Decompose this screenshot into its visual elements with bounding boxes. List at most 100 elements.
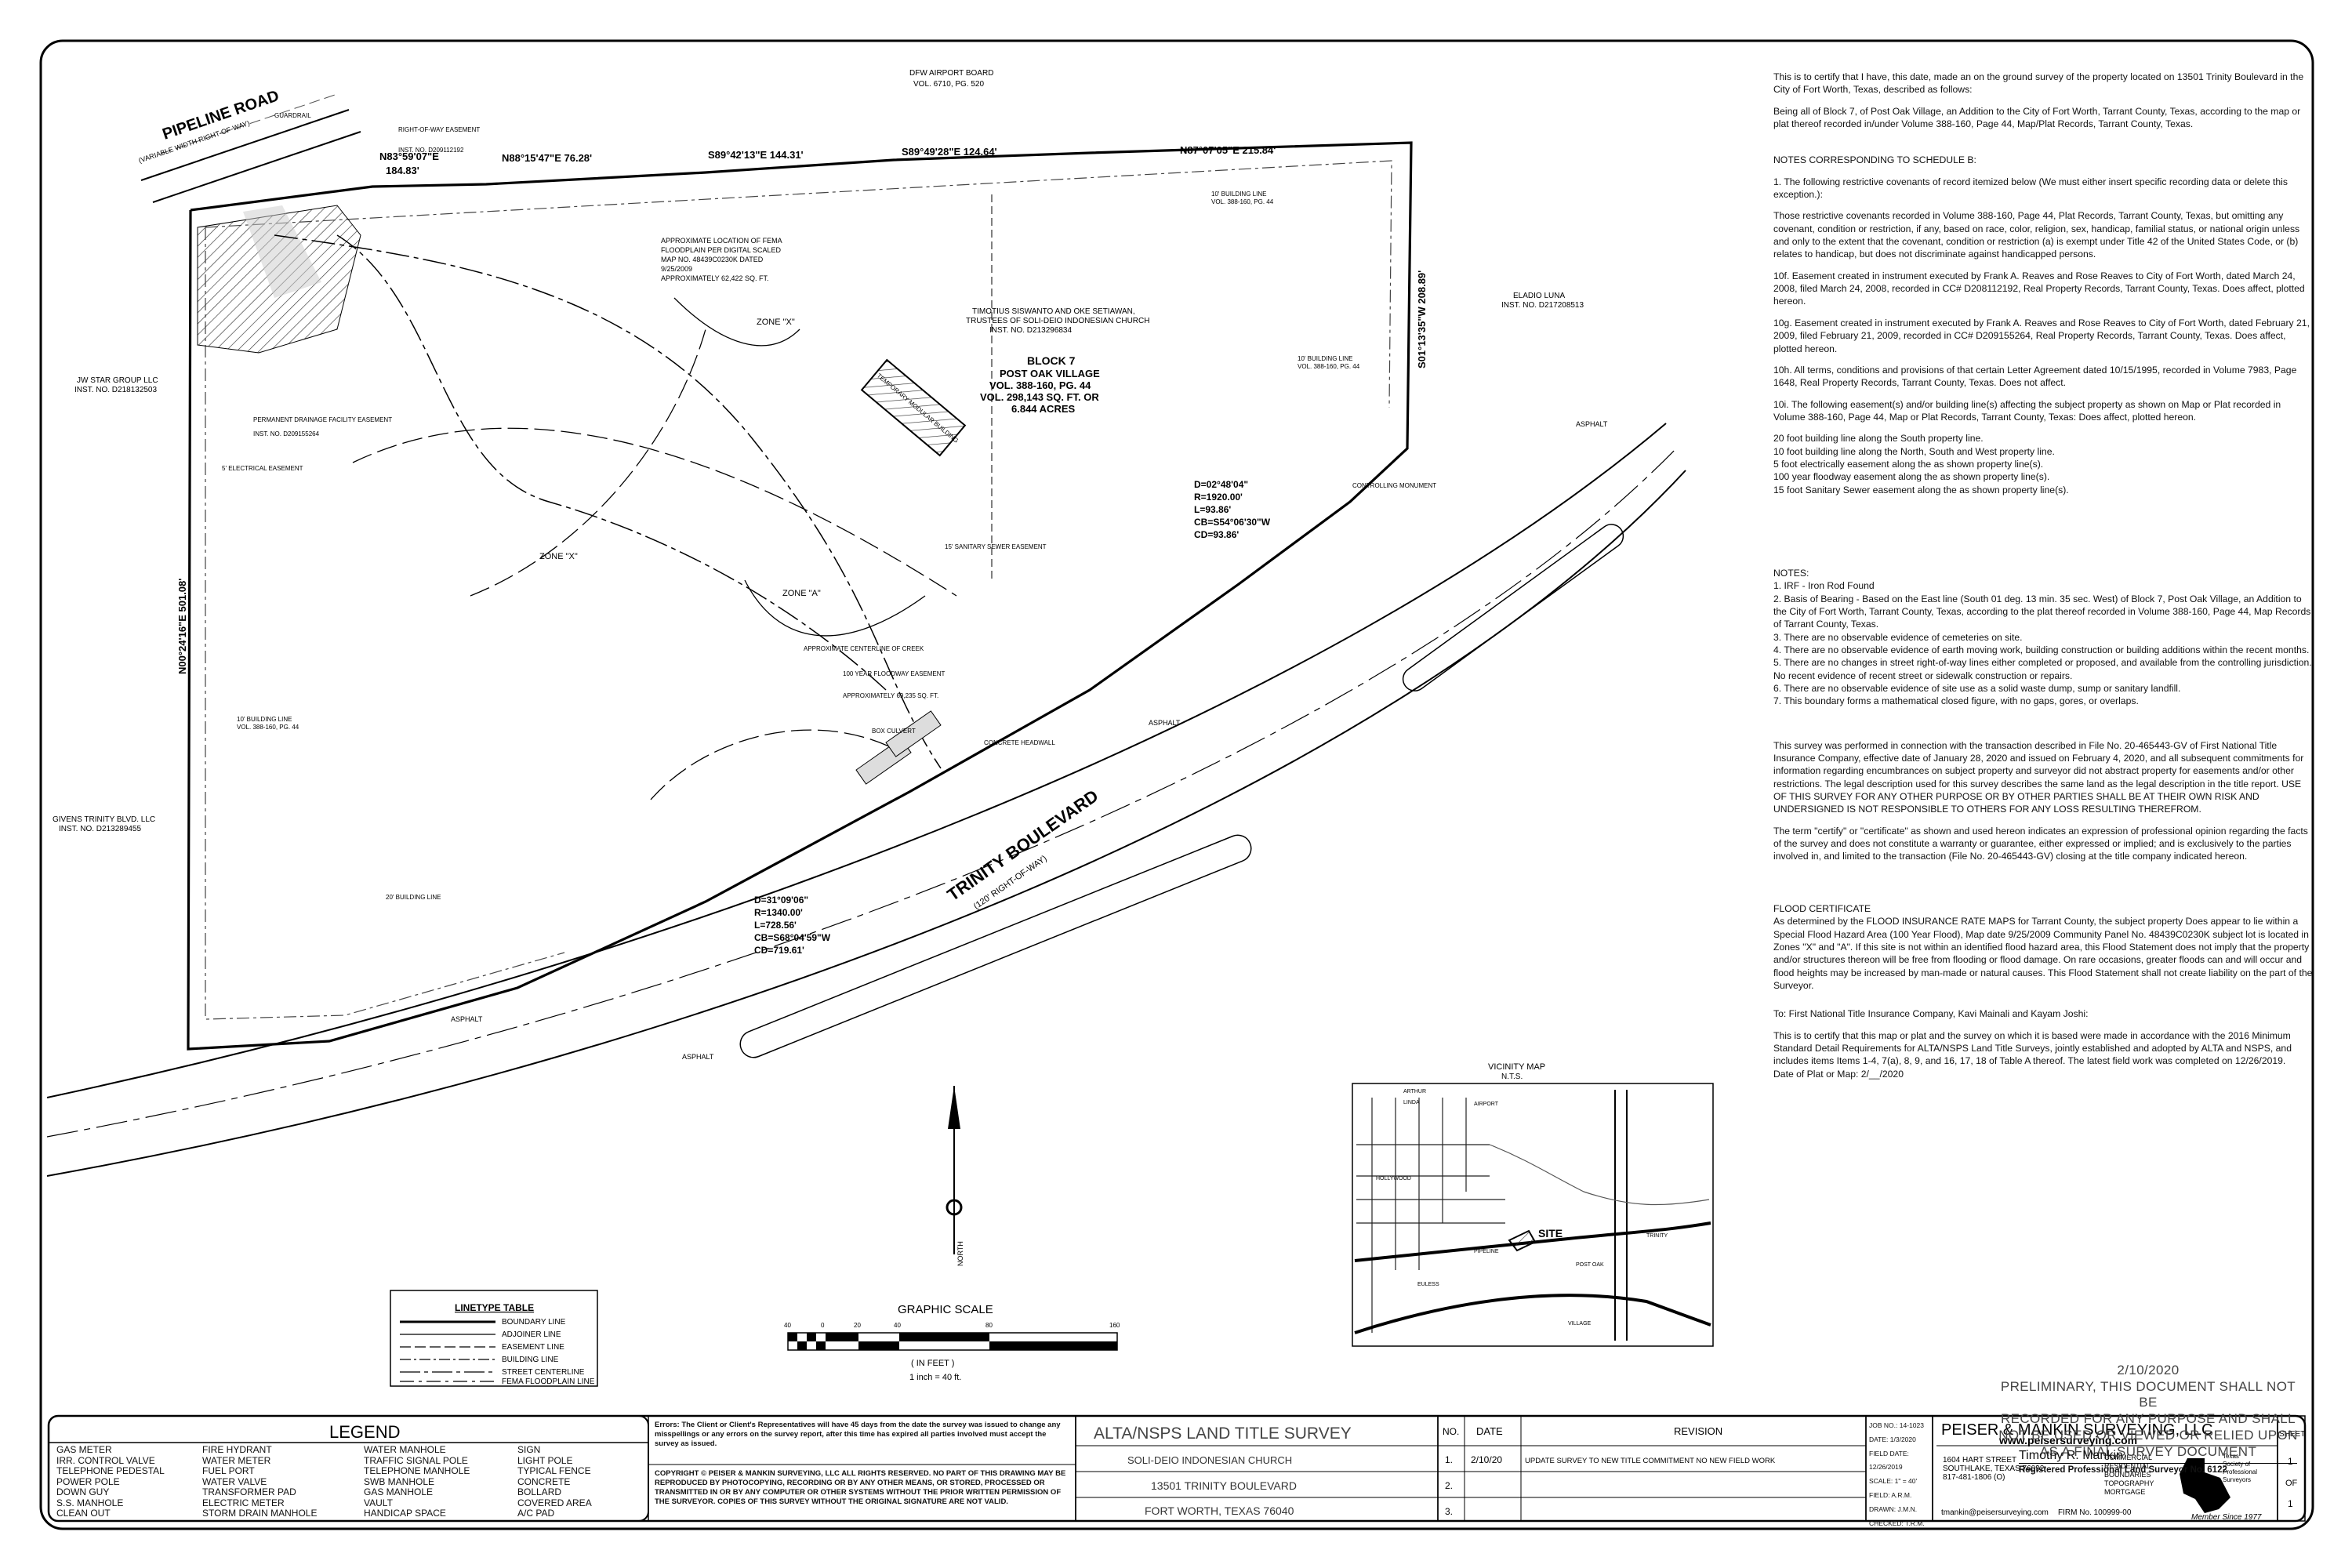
notes-item-3: 3. There are no observable evidence of c…: [1773, 631, 2023, 643]
svg-text:40: 40: [784, 1322, 791, 1329]
svg-text:160: 160: [1109, 1322, 1120, 1329]
vicinity-map: VICINITY MAP N.T.S. SITE TRINITY POST OA…: [1352, 1062, 1714, 1347]
plat-drawing: PIPELINE ROAD (VARIABLE WIDTH RIGHT-OF-W…: [46, 69, 1686, 1266]
block-vol: VOL. 388-160, PG. 44: [989, 379, 1091, 391]
bearing-s89b: S89°49'28"E 124.64': [902, 146, 997, 158]
svg-text:VICINITY MAP: VICINITY MAP: [1488, 1062, 1545, 1072]
svg-text:RESIDENTIAL: RESIDENTIAL: [2104, 1462, 2151, 1470]
svg-text:40: 40: [894, 1322, 901, 1329]
svg-text:1.: 1.: [1445, 1454, 1453, 1465]
curve-table-2: D=31°09'06" R=1340.00' L=728.56' CB=S68°…: [754, 895, 831, 956]
title-block: LEGEND ALTA/NSPS LAND TITLE SURVEY SOLI-…: [47, 1414, 2307, 1523]
owner-line-1: TIMOTIUS SISWANTO AND OKE SETIAWAN,: [972, 307, 1135, 316]
surveyor-registration: Registered Professional Land Surveyor No…: [2019, 1463, 2297, 1475]
building-line-label-e: 10' BUILDING LINE: [1298, 355, 1352, 362]
givens-owner: GIVENS TRINITY BLVD. LLC: [53, 815, 155, 824]
fema-note-5: APPROXIMATELY 62,422 SQ. FT.: [661, 274, 769, 282]
legend-title: LEGEND: [329, 1422, 400, 1442]
svg-text:817-481-1806 (O): 817-481-1806 (O): [1943, 1473, 2005, 1482]
surveyor-name: Timothy R. Mankin: [2019, 1449, 2123, 1462]
block-subtitle: POST OAK VILLAGE: [1000, 368, 1100, 379]
curve-table-1: D=02°48'04" R=1920.00' L=93.86' CB=S54°0…: [1194, 479, 1271, 540]
certify-text: This is to certify that I have, this dat…: [1773, 71, 2304, 96]
eladio-inst: INST. NO. D217208513: [1501, 301, 1584, 310]
jw-star-owner: JW STAR GROUP LLC: [77, 376, 158, 385]
headwall-label: CONCRETE HEADWALL: [984, 739, 1055, 746]
easement-line-1: 20 foot building line along the South pr…: [1773, 433, 1984, 445]
dfw-vol: VOL. 6710, PG. 520: [913, 80, 984, 89]
svg-text:Society of: Society of: [2223, 1461, 2251, 1468]
owner-line-2: TRUSTEES OF SOLI-DEIO INDONESIAN CHURCH: [966, 317, 1149, 325]
svg-text:TRINITY: TRINITY: [1646, 1233, 1668, 1239]
job-row: SCALE: 1" = 40': [1869, 1477, 1918, 1486]
building-line-vol-e: VOL. 388-160, PG. 44: [1298, 363, 1360, 370]
trinity-blvd-label: TRINITY BOULEVARD: [944, 786, 1102, 905]
job-row: FIELD: A.R.M.: [1869, 1490, 1912, 1499]
fema-note-4: 9/25/2009: [661, 265, 692, 273]
drainage-inst: INST. NO. D209155264: [253, 430, 320, 437]
easement-line-5: 15 foot Sanitary Sewer easement along th…: [1773, 484, 2069, 495]
svg-text:CD=93.86': CD=93.86': [1194, 529, 1239, 540]
date-of-plat: Date of Plat or Map: 2/__/2020: [1773, 1068, 1904, 1080]
svg-text:CB=S68°04'59"W: CB=S68°04'59"W: [754, 932, 831, 943]
survey-type: ALTA/NSPS LAND TITLE SURVEY: [1094, 1425, 1352, 1443]
property-boundary: [187, 141, 1413, 1051]
zone-x-label-1: ZONE "X": [757, 318, 795, 327]
owner-line-3: INST. NO. D213296834: [989, 326, 1072, 335]
svg-text:MORTGAGE: MORTGAGE: [2104, 1488, 2145, 1496]
svg-text:ADJOINER LINE: ADJOINER LINE: [502, 1330, 561, 1339]
distance-n83: 184.83': [386, 165, 419, 176]
note-10g: 10g. Easement created in instrument exec…: [1773, 317, 2310, 354]
certify-term-text: The term "certify" or "certificate" as s…: [1773, 825, 2308, 862]
zone-x-label-2: ZONE "X": [539, 552, 578, 561]
row-easement-inst: INST. NO. D209112192: [398, 147, 464, 154]
svg-text:LINDA: LINDA: [1403, 1100, 1420, 1105]
svg-text:R=1340.00': R=1340.00': [754, 907, 803, 918]
bearing-west: N00°24'16"E 501.08': [176, 579, 188, 674]
building-line-label-n: 10' BUILDING LINE: [1211, 191, 1266, 198]
svg-text:VILLAGE: VILLAGE: [1568, 1321, 1592, 1327]
building-line-20: 20' BUILDING LINE: [386, 894, 441, 901]
revision-1-desc: UPDATE SURVEY TO NEW TITLE COMMITMENT NO…: [1525, 1457, 1776, 1465]
asphalt-label-4: ASPHALT: [682, 1053, 714, 1061]
schedule-title: NOTES CORRESPONDING TO SCHEDULE B:: [1773, 154, 1976, 166]
guardrail-label: GUARDRAIL: [274, 112, 311, 119]
block-title: BLOCK 7: [1027, 354, 1076, 367]
box-culvert-label: BOX CULVERT: [872, 728, 916, 735]
linetype-title: LINETYPE TABLE: [455, 1302, 534, 1313]
svg-text:CB=S54°06'30"W: CB=S54°06'30"W: [1194, 517, 1271, 528]
flood-text: As determined by the FLOOD INSURANCE RAT…: [1773, 916, 2313, 991]
svg-text:L=93.86': L=93.86': [1194, 504, 1231, 515]
svg-text:2.: 2.: [1445, 1480, 1453, 1491]
north-arrow-icon: NORTH: [946, 1086, 964, 1266]
monument-label: CONTROLLING MONUMENT: [1352, 482, 1436, 489]
svg-text:HOLLYWOOD: HOLLYWOOD: [1376, 1176, 1411, 1181]
electrical-easement: 5' ELECTRICAL EASEMENT: [222, 465, 303, 472]
notes-item-6: 6. There are no observable evidence of s…: [1773, 683, 2181, 695]
svg-text:COMMERCIAL: COMMERCIAL: [2104, 1454, 2152, 1461]
eladio-owner: ELADIO LUNA: [1513, 292, 1565, 300]
copyright-note: COPYRIGHT © PEISER & MANKIN SURVEYING, L…: [655, 1469, 1066, 1506]
svg-text:1604 HART STREET: 1604 HART STREET: [1943, 1456, 2016, 1465]
svg-text:BOUNDARY LINE: BOUNDARY LINE: [502, 1318, 566, 1327]
note-10f: 10f. Easement created in instrument exec…: [1773, 270, 2305, 307]
survey-notes: This is to certify that I have, this dat…: [1773, 71, 2314, 1089]
bearing-n83: N83°59'07"E: [379, 151, 439, 162]
svg-text:FIRM No. 100999-00: FIRM No. 100999-00: [2058, 1508, 2132, 1517]
svg-text:EULESS: EULESS: [1417, 1282, 1439, 1287]
fema-note-2: FLOODPLAIN PER DIGITAL SCALED: [661, 246, 782, 254]
client-name: SOLI-DEIO INDONESIAN CHURCH: [1127, 1454, 1292, 1466]
zone-a-label: ZONE "A": [782, 589, 821, 598]
jw-star-inst: INST. NO. D218132503: [74, 386, 157, 394]
svg-text:ARTHUR: ARTHUR: [1403, 1089, 1426, 1094]
svg-text:L=728.56': L=728.56': [754, 920, 797, 931]
svg-text:NO.: NO.: [1443, 1426, 1459, 1437]
notes-item-1: 1. IRF - Iron Rod Found: [1773, 580, 1875, 592]
note-1b: Those restrictive covenants recorded in …: [1773, 210, 2300, 260]
building-line-vol-n: VOL. 388-160, PG. 44: [1211, 198, 1274, 205]
svg-text:20: 20: [854, 1322, 861, 1329]
svg-text:1 inch = 40 ft.: 1 inch = 40 ft.: [909, 1373, 961, 1382]
svg-text:( IN FEET ): ( IN FEET ): [911, 1359, 954, 1368]
svg-text:BOUNDARIES: BOUNDARIES: [2104, 1471, 2151, 1479]
